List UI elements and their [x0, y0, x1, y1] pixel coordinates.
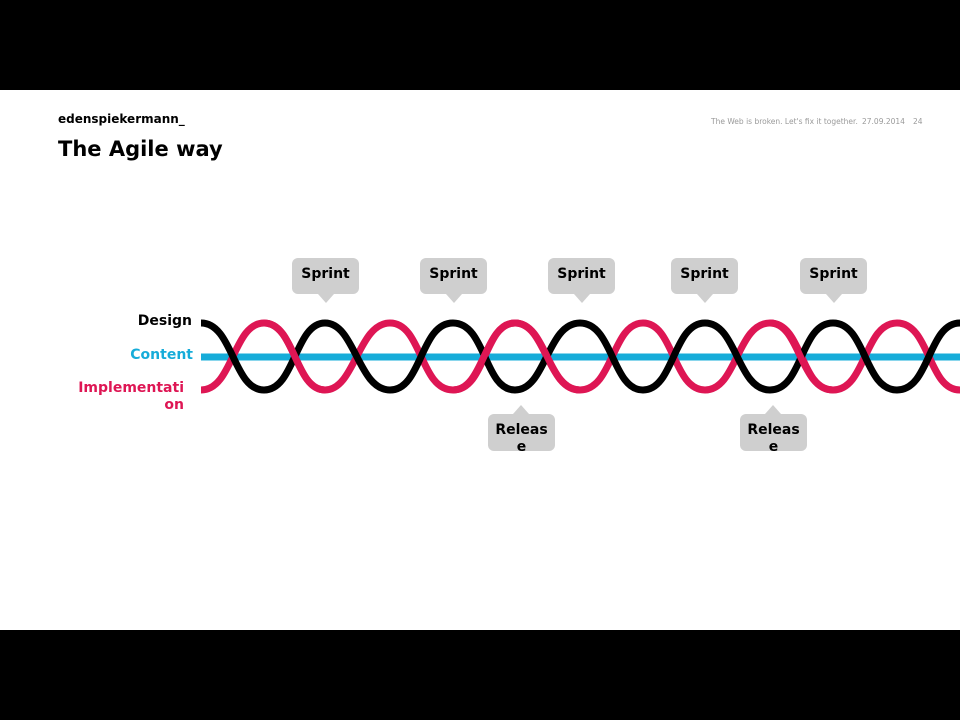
implementation-wave-over — [263, 319, 834, 394]
brand-logo: edenspiekermann_ — [58, 112, 185, 126]
slide-date: 27.09.2014 — [862, 117, 905, 126]
sprint-bubble-3: Sprint — [548, 258, 615, 303]
design-wave — [200, 319, 960, 394]
agile-wave-diagram — [200, 319, 960, 394]
lane-label-design: Design — [137, 313, 192, 329]
sprint-bubble-5: Sprint — [800, 258, 867, 303]
release-pointer — [513, 405, 529, 414]
slide-title: The Agile way — [58, 137, 223, 161]
lane-label-implementation: Implementation — [78, 380, 184, 413]
footer-tagline: The Web is broken. Let's fix it together… — [711, 117, 858, 126]
release-bubble-1: Release — [488, 414, 555, 451]
page-number: 24 — [913, 117, 923, 126]
sprint-bubble-1: Sprint — [292, 258, 359, 303]
release-bubble-2: Release — [740, 414, 807, 451]
sprint-bubble-4: Sprint — [671, 258, 738, 303]
sprint-bubble-2: Sprint — [420, 258, 487, 303]
release-pointer — [765, 405, 781, 414]
slide: edenspiekermann_ The Agile way The Web i… — [0, 90, 960, 630]
lane-label-content: Content — [130, 347, 193, 363]
